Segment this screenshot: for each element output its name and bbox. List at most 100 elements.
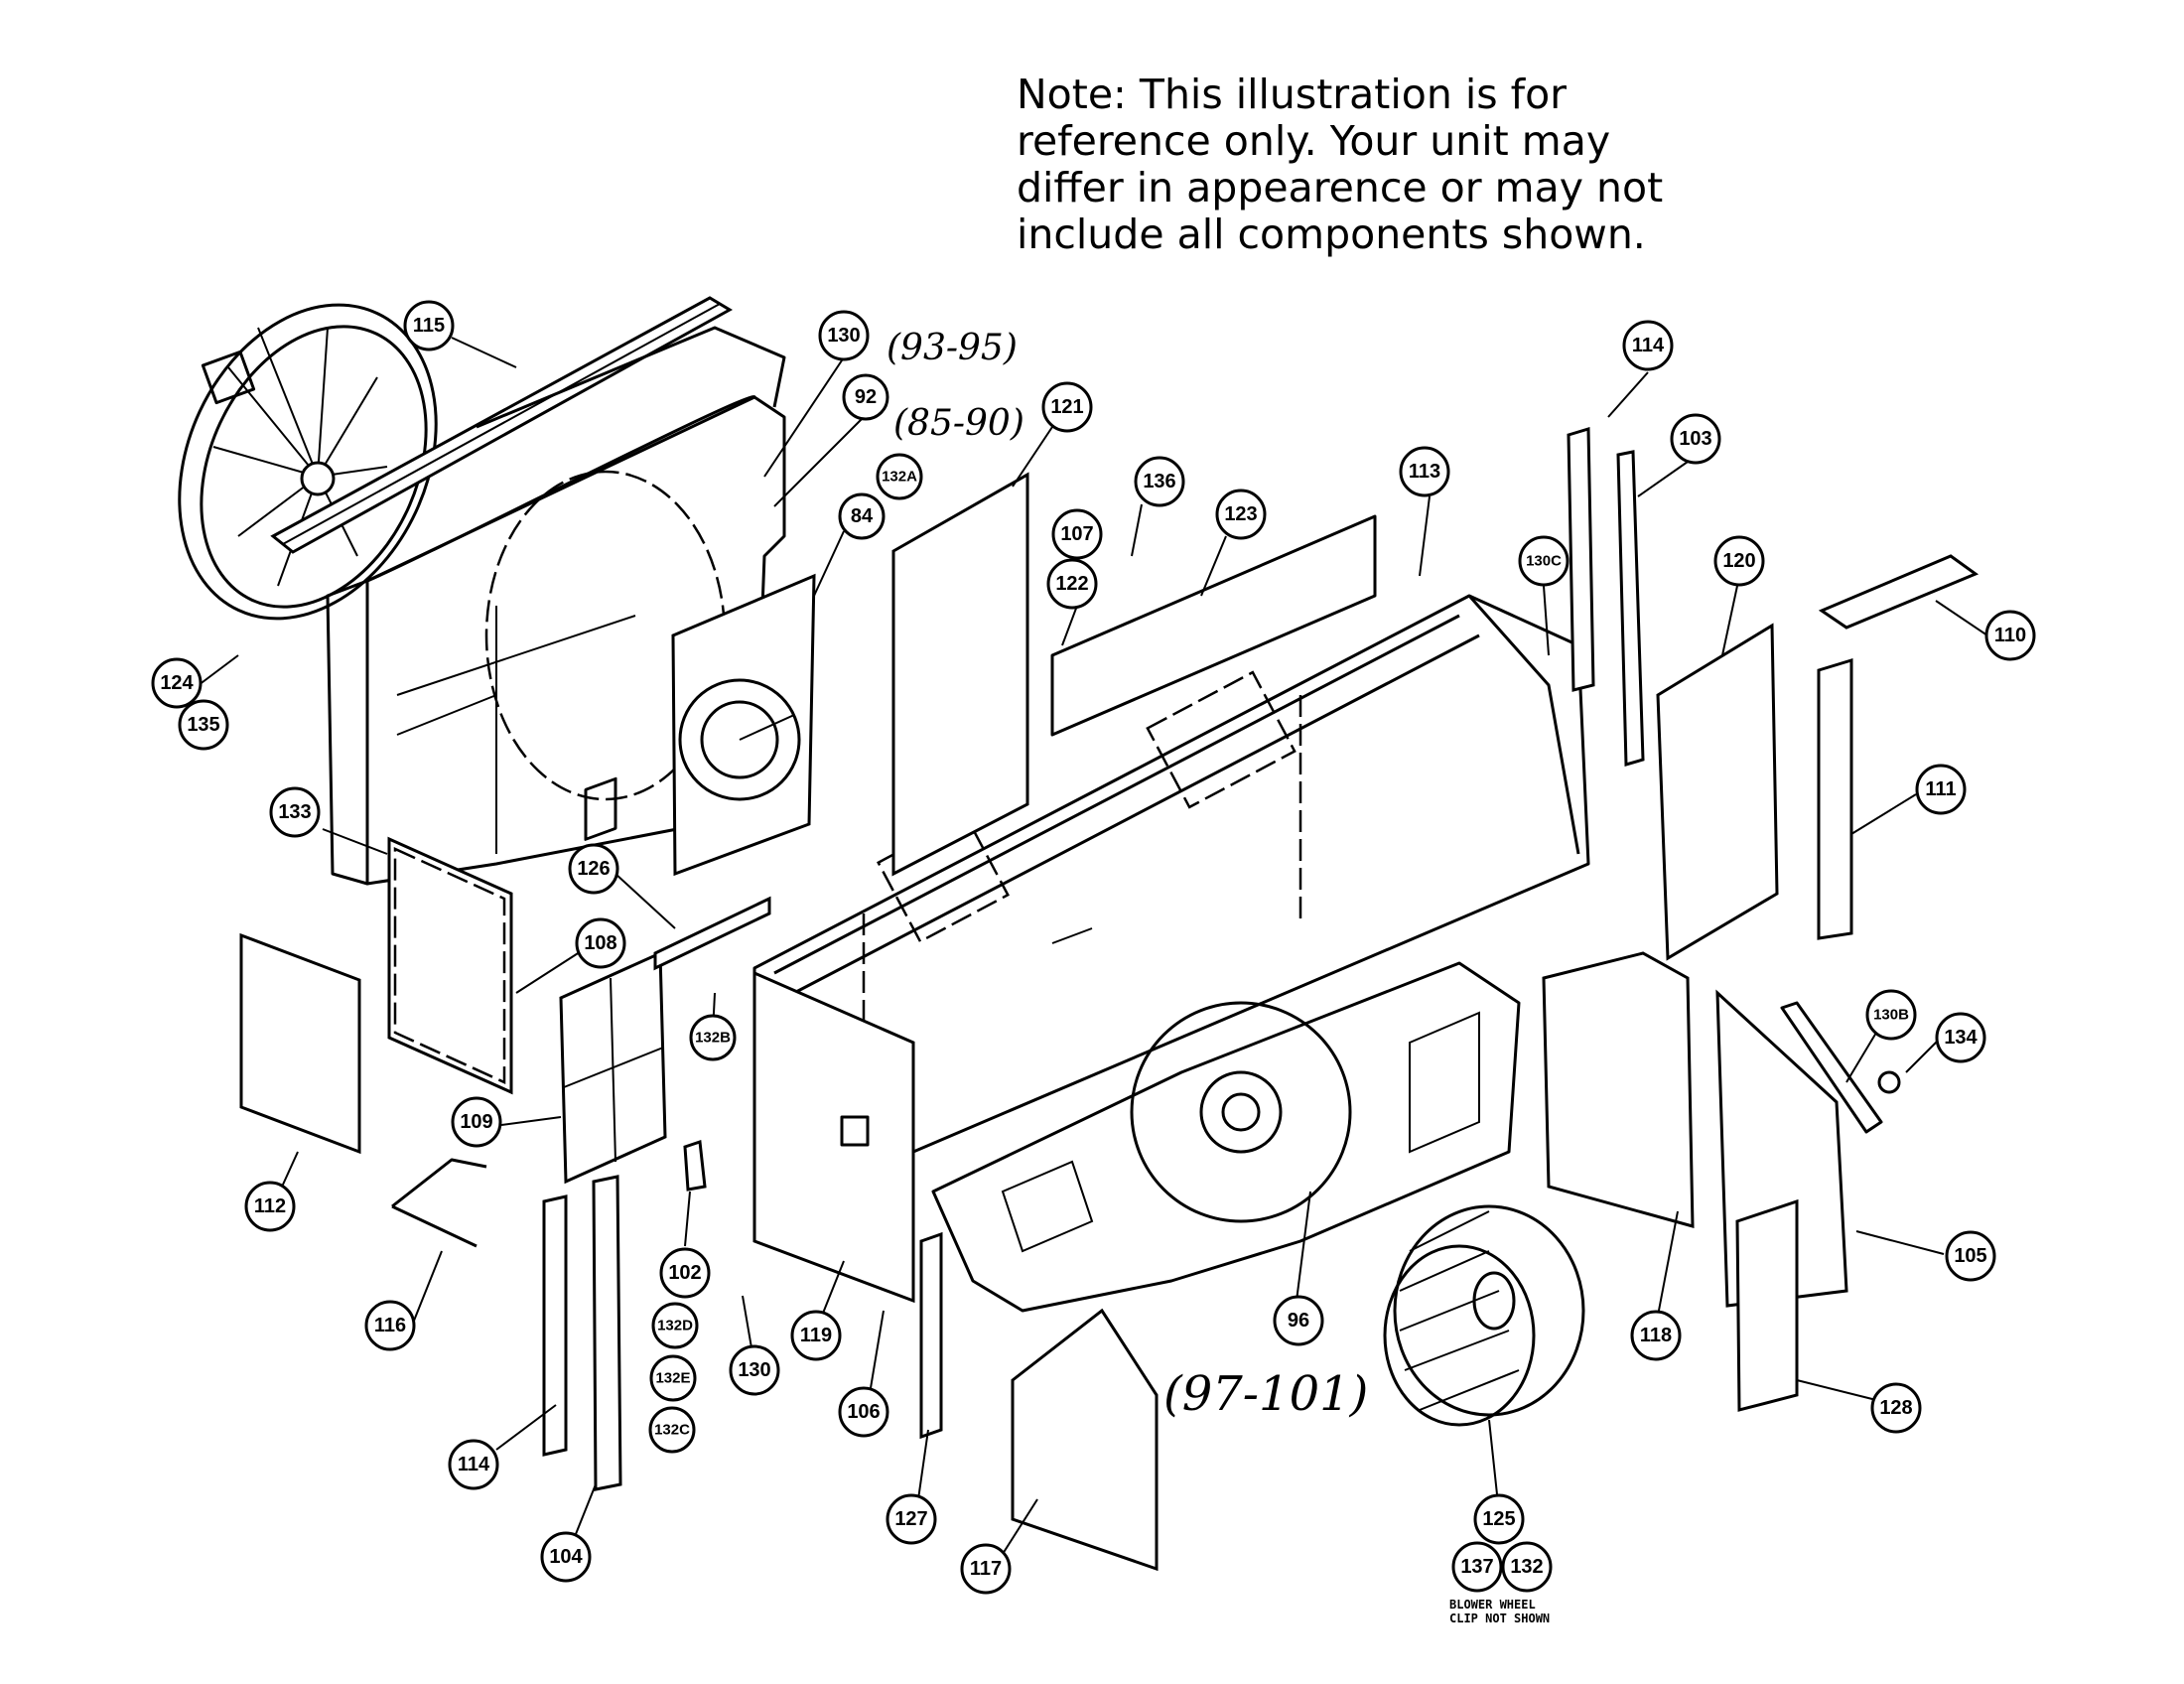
svg-text:113: 113 — [1409, 461, 1440, 483]
note-line-4: include all components shown. — [1017, 210, 1646, 258]
callout-118: 118 — [1630, 1310, 1682, 1361]
note-line-2: reference only. Your unit may — [1017, 117, 1611, 165]
svg-text:132E: 132E — [655, 1370, 690, 1387]
svg-text:102: 102 — [668, 1262, 701, 1284]
callout-130c: 130C — [1518, 535, 1570, 587]
svg-text:114: 114 — [1632, 335, 1665, 356]
callout-96: 96 — [1273, 1295, 1324, 1346]
strip-111 — [1817, 657, 1853, 940]
svg-text:132D: 132D — [657, 1318, 693, 1334]
svg-text:125: 125 — [1482, 1508, 1515, 1530]
svg-text:130: 130 — [827, 325, 860, 347]
svg-text:96: 96 — [1288, 1310, 1309, 1332]
svg-text:105: 105 — [1954, 1245, 1986, 1267]
callout-134: 134 — [1935, 1012, 1986, 1063]
callout-125: 125 — [1473, 1493, 1525, 1545]
handwritten-range-93-95: (93-95) — [887, 328, 1018, 368]
callout-112: 112 — [244, 1181, 296, 1232]
svg-text:135: 135 — [187, 714, 219, 736]
callout-111: 111 — [1915, 764, 1967, 815]
callout-115: 115 — [403, 300, 455, 351]
callout-136: 136 — [1134, 456, 1185, 507]
svg-text:130C: 130C — [1526, 553, 1562, 570]
callout-106: 106 — [838, 1386, 889, 1438]
callout-132d: 132D — [651, 1302, 699, 1349]
svg-text:136: 136 — [1143, 471, 1175, 492]
svg-text:127: 127 — [894, 1508, 927, 1530]
panel-128 — [1735, 1198, 1799, 1412]
panel-117 — [1011, 1308, 1159, 1572]
callout-132: 132 — [1501, 1541, 1553, 1593]
note-line-1: Note: This illustration is for — [1017, 70, 1568, 118]
callout-132b: 132B — [689, 1014, 737, 1061]
callout-121: 121 — [1041, 381, 1093, 433]
svg-text:137: 137 — [1460, 1556, 1493, 1578]
callout-132c: 132C — [648, 1406, 696, 1454]
callout-116: 116 — [364, 1300, 416, 1351]
svg-text:117: 117 — [970, 1558, 1002, 1580]
panel-112 — [239, 932, 361, 1155]
svg-text:115: 115 — [413, 315, 445, 337]
note-line-3: differ in appearence or may not — [1017, 164, 1664, 211]
callout-124: 124 — [151, 657, 203, 709]
svg-text:122: 122 — [1055, 573, 1088, 595]
side-panel-108-outline — [393, 847, 506, 1084]
callout-119: 119 — [790, 1310, 842, 1361]
handwritten-range-85-90: (85-90) — [893, 403, 1024, 444]
callout-102: 102 — [659, 1247, 711, 1299]
svg-text:112: 112 — [254, 1195, 286, 1217]
reference-note: Note: This illustration is for reference… — [1017, 71, 1731, 258]
callout-132a: 132A — [876, 453, 923, 500]
svg-text:132A: 132A — [882, 469, 917, 486]
blower-wheel-125 — [1383, 1204, 1585, 1427]
svg-text:108: 108 — [584, 932, 616, 954]
callout-92: 92 — [842, 373, 889, 421]
panel-126 — [653, 896, 771, 971]
svg-text:126: 126 — [577, 858, 610, 880]
gasket-130b — [1780, 1001, 1883, 1134]
svg-text:124: 124 — [160, 672, 194, 694]
svg-text:132B: 132B — [695, 1030, 731, 1047]
bracket-103 — [1616, 450, 1645, 767]
control-panel-119 — [752, 970, 915, 1304]
switch-119 — [840, 1115, 870, 1147]
panel-118 — [1542, 951, 1695, 1228]
svg-text:132: 132 — [1510, 1556, 1543, 1578]
svg-text:119: 119 — [800, 1325, 832, 1346]
callout-133: 133 — [269, 786, 321, 838]
callout-114-upper: 114 — [1622, 320, 1674, 371]
svg-text:114: 114 — [458, 1454, 490, 1475]
svg-text:123: 123 — [1224, 503, 1257, 525]
svg-text:106: 106 — [847, 1401, 880, 1423]
svg-text:132C: 132C — [654, 1422, 690, 1439]
callout-113: 113 — [1399, 446, 1450, 497]
callout-126: 126 — [568, 843, 619, 895]
strip-114-upper — [1567, 426, 1595, 692]
svg-text:110: 110 — [1994, 625, 2026, 646]
callout-127: 127 — [886, 1493, 937, 1545]
top-rail-115 — [270, 296, 734, 554]
svg-text:111: 111 — [1925, 778, 1956, 800]
svg-text:130B: 130B — [1873, 1007, 1909, 1024]
back-panel-123 — [1050, 514, 1377, 737]
svg-text:121: 121 — [1050, 396, 1083, 418]
callout-137: 137 — [1451, 1541, 1503, 1593]
callout-114-lower: 114 — [448, 1439, 499, 1490]
nut-134 — [1877, 1070, 1901, 1094]
callout-132e: 132E — [649, 1354, 697, 1402]
callout-120: 120 — [1713, 535, 1765, 587]
strip-114-lower — [542, 1194, 568, 1457]
panel-120 — [1656, 623, 1779, 961]
callout-105: 105 — [1945, 1230, 1996, 1282]
callout-130b: 130B — [1865, 989, 1917, 1041]
svg-text:118: 118 — [1640, 1325, 1672, 1346]
top-110 — [1818, 554, 1979, 630]
callout-117: 117 — [960, 1543, 1012, 1595]
callout-108: 108 — [575, 917, 626, 969]
svg-text:84: 84 — [851, 505, 874, 527]
callout-128: 128 — [1870, 1382, 1922, 1434]
side-panel-108 — [387, 836, 513, 1095]
svg-text:104: 104 — [549, 1546, 583, 1568]
callout-103: 103 — [1670, 413, 1721, 465]
